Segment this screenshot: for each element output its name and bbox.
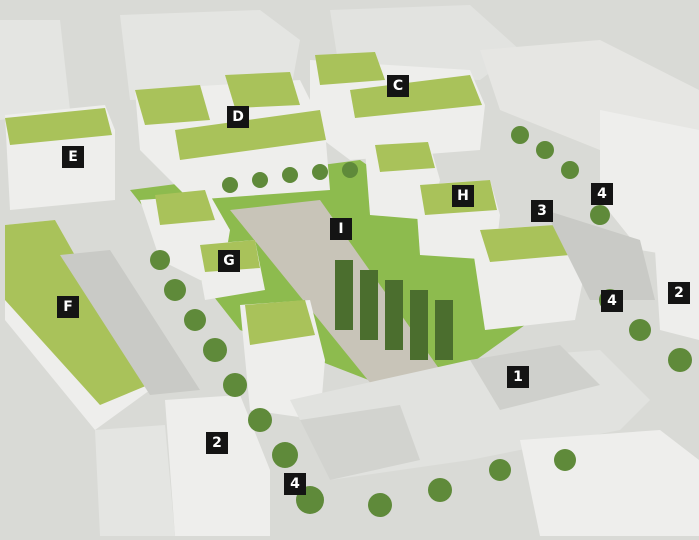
- street-left: [60, 250, 200, 395]
- tree: [150, 250, 170, 270]
- building-c-roof: [350, 75, 482, 118]
- background-building: [0, 20, 70, 120]
- hedge: [335, 260, 353, 330]
- tree: [282, 167, 298, 183]
- building-2-front: [165, 395, 270, 536]
- tree: [164, 279, 186, 301]
- label-3: 3: [531, 200, 553, 222]
- building-e-roof: [5, 108, 112, 145]
- tree: [554, 449, 576, 471]
- tree: [489, 459, 511, 481]
- tree: [629, 319, 651, 341]
- label-c: C: [387, 75, 409, 97]
- label-g: G: [218, 250, 240, 272]
- label-h: H: [452, 185, 474, 207]
- label-2-right: 2: [668, 282, 690, 304]
- tree: [184, 309, 206, 331]
- tree: [342, 162, 358, 178]
- tree: [368, 493, 392, 517]
- label-d: D: [227, 106, 249, 128]
- building-front: [95, 425, 175, 536]
- tree: [272, 442, 298, 468]
- tree: [590, 205, 610, 225]
- label-4-top: 4: [591, 183, 613, 205]
- label-4-bottom: 4: [284, 473, 306, 495]
- label-4-right: 4: [601, 290, 623, 312]
- building-1-roof: [470, 345, 600, 410]
- label-1: 1: [507, 366, 529, 388]
- tree: [252, 172, 268, 188]
- tree: [248, 408, 272, 432]
- tree: [668, 348, 692, 372]
- tree: [203, 338, 227, 362]
- building-h-roof: [375, 142, 435, 172]
- hedge: [435, 300, 453, 360]
- hedge: [385, 280, 403, 350]
- label-f: F: [57, 296, 79, 318]
- tree: [536, 141, 554, 159]
- tree: [223, 373, 247, 397]
- hedge: [410, 290, 428, 360]
- building-d-roof: [175, 110, 326, 160]
- building-front-right: [520, 430, 699, 536]
- tree: [511, 126, 529, 144]
- tree: [428, 478, 452, 502]
- building-c-roof: [315, 52, 385, 85]
- building-right: [600, 110, 699, 260]
- tree: [561, 161, 579, 179]
- label-e: E: [62, 146, 84, 168]
- hedge-rows: [335, 260, 453, 360]
- building-g-roof: [245, 300, 315, 345]
- building-g-roof: [155, 190, 215, 225]
- label-2-left: 2: [206, 432, 228, 454]
- building-h-roof: [480, 225, 570, 262]
- tree: [312, 164, 328, 180]
- building-d-roof: [225, 72, 300, 108]
- building-1-roof: [300, 405, 420, 480]
- tree: [222, 177, 238, 193]
- street-right: [545, 210, 655, 300]
- label-i: I: [330, 218, 352, 240]
- building-d-roof: [135, 85, 210, 125]
- hedge: [360, 270, 378, 340]
